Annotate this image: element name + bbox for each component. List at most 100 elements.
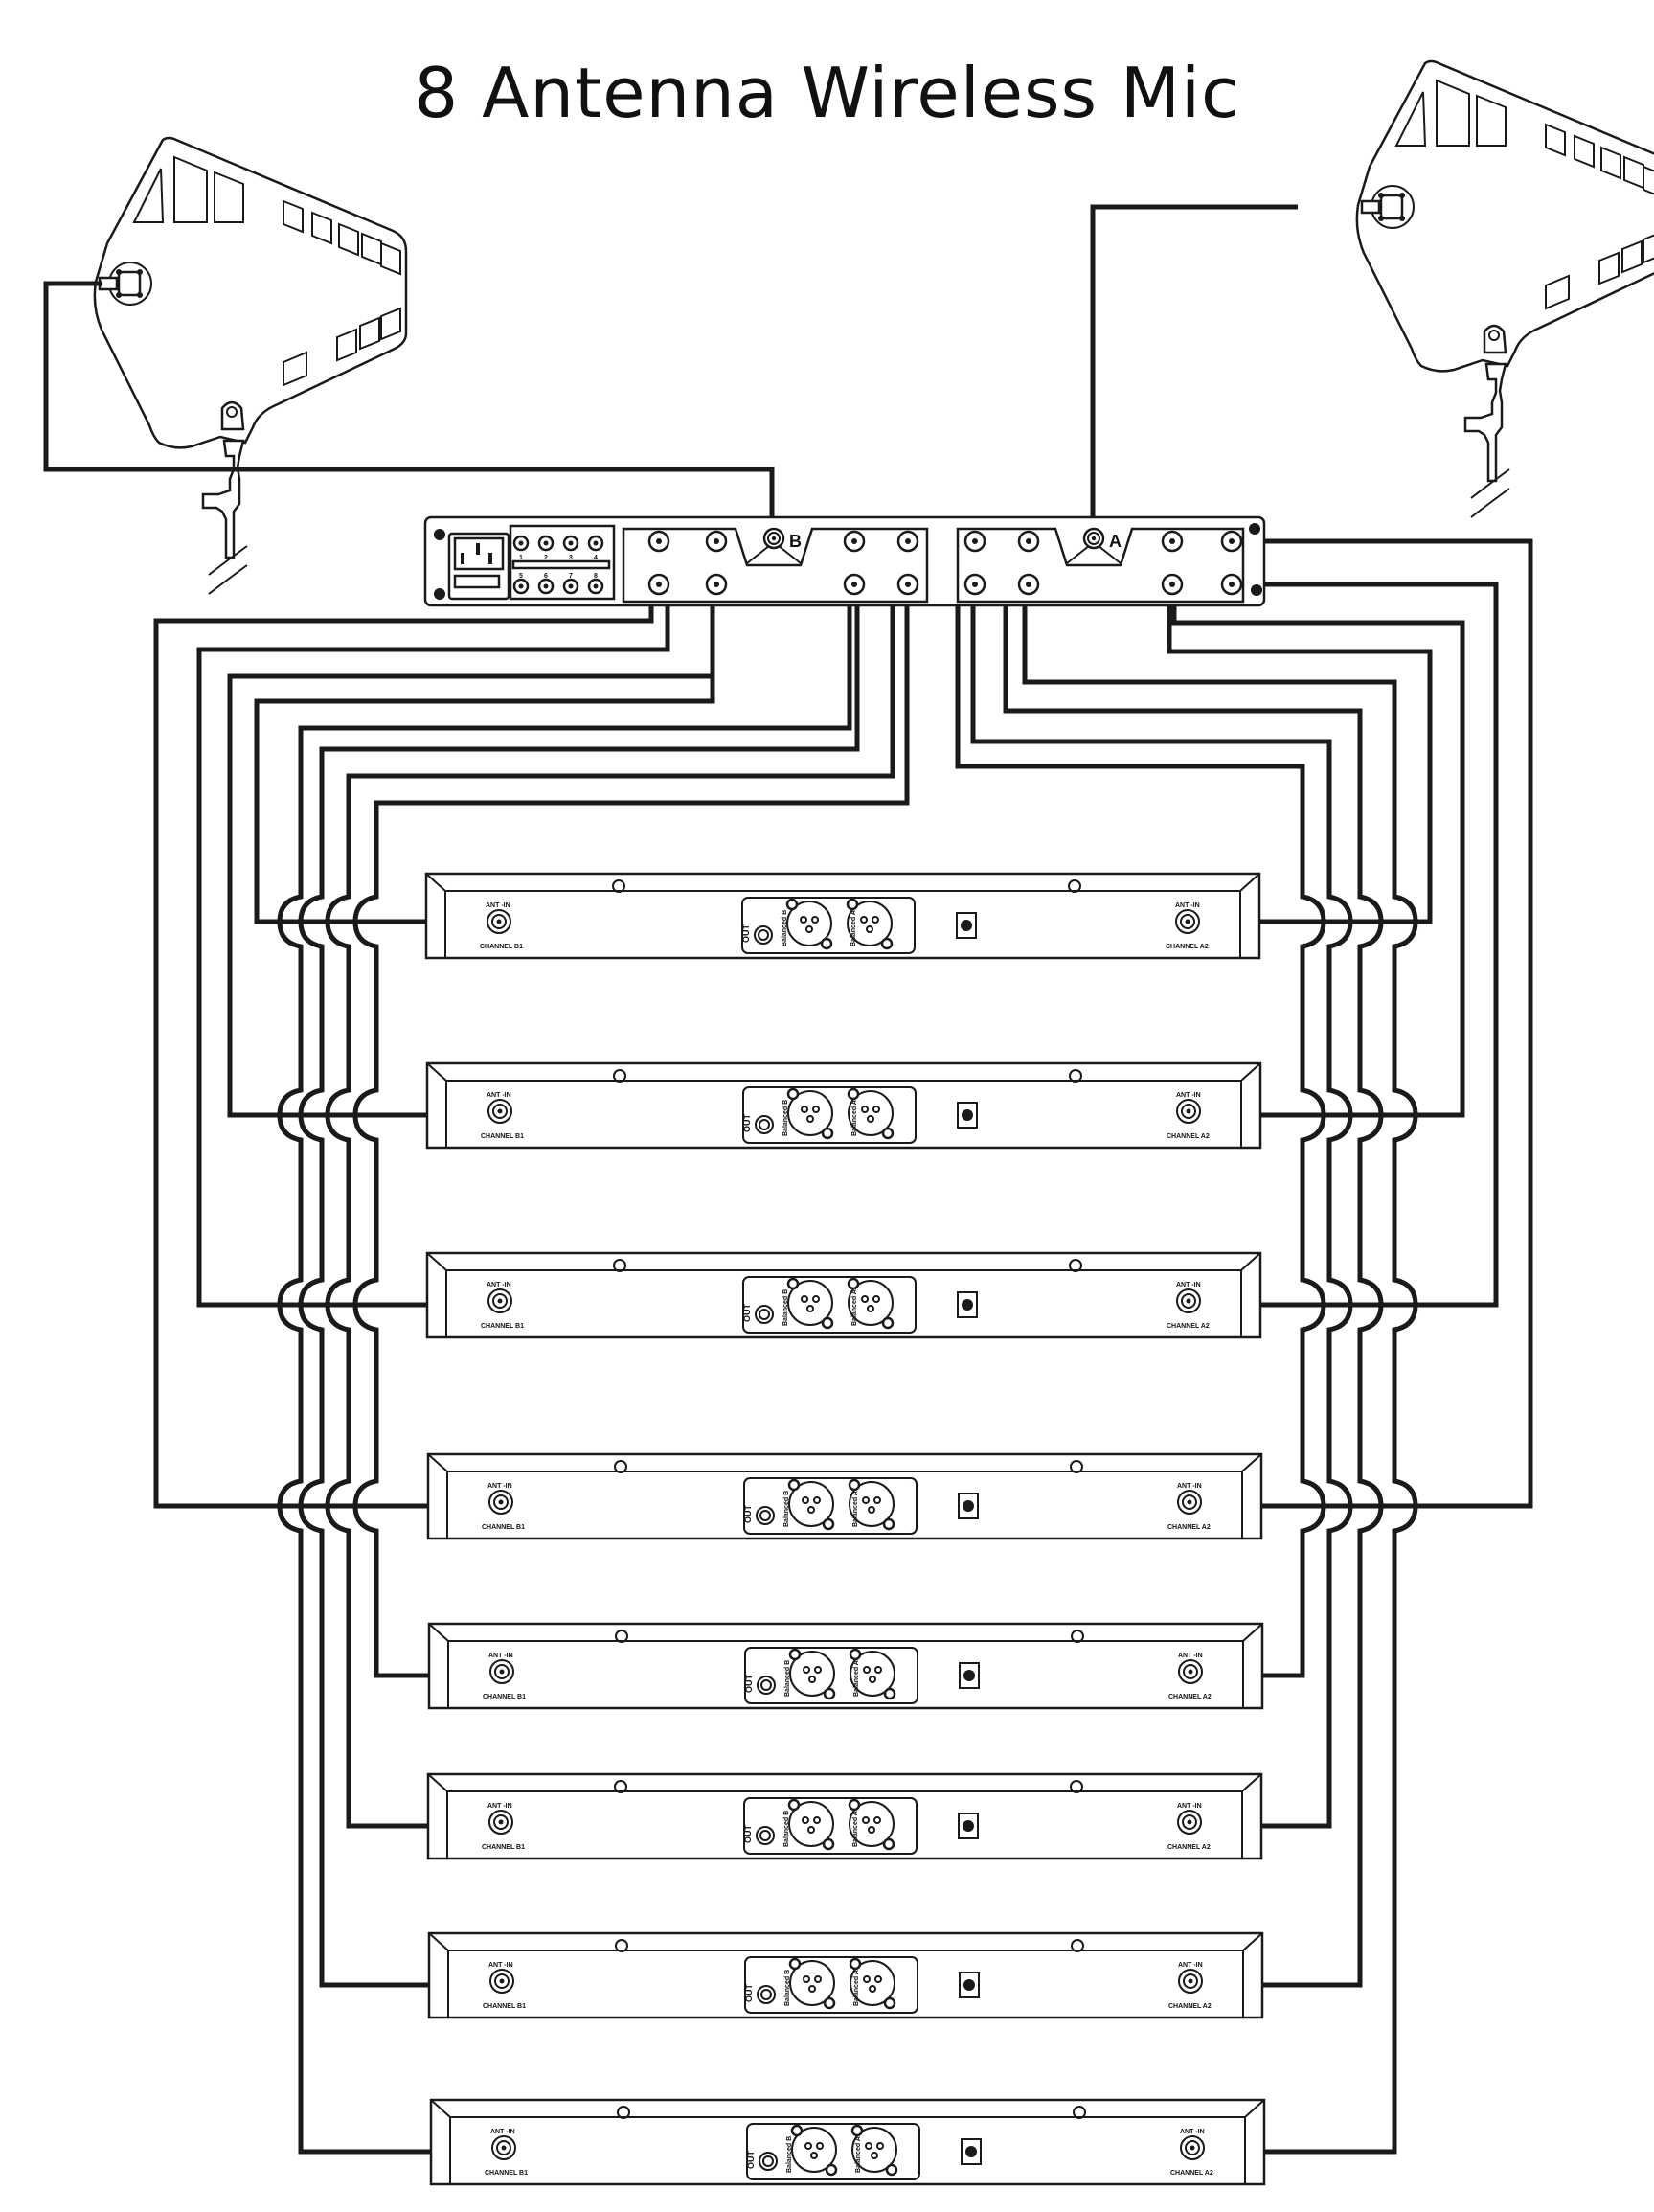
mount-hole (226, 406, 238, 418)
channel-a2-label: CHANNEL A2 (1168, 1694, 1212, 1700)
xlr-latch (787, 1798, 801, 1812)
antenna-slot (1436, 79, 1470, 147)
xlr-latch (882, 1837, 895, 1851)
audio-output-plate (744, 1647, 918, 1704)
antenna-slot (1545, 274, 1570, 310)
dc-power-input (957, 1102, 978, 1129)
xlr-latch (820, 937, 833, 950)
xlr-pin-icon (803, 1975, 810, 1983)
out-label: OUT (744, 1984, 754, 2003)
xlr-pin-icon (813, 1816, 821, 1824)
receiver-chassis (424, 872, 1261, 960)
ant-in-label-a: ANT -IN (1176, 1282, 1201, 1288)
ant-in-label-a: ANT -IN (1176, 1092, 1201, 1099)
unbalanced-output-jack (755, 1305, 774, 1324)
xlr-pin-icon (868, 1506, 875, 1514)
balanced-b-xlr-output (789, 1651, 835, 1697)
ant-in-jack-b1 (489, 1659, 514, 1684)
xlr-latch (823, 1687, 836, 1700)
ant-in-jack-a2 (1175, 909, 1200, 934)
port-pin-icon (1229, 538, 1235, 544)
receiver-chassis (426, 1452, 1263, 1540)
ant-in-label-a: ANT -IN (1177, 1803, 1202, 1810)
coax-cable-b-5 (277, 584, 852, 2155)
dc-jack-icon (962, 1299, 973, 1311)
port-pin-icon (1229, 582, 1235, 587)
coax-cable-a-3 (1171, 584, 1465, 1118)
antenna-slot (1621, 239, 1643, 274)
xlr-latch (822, 1517, 835, 1531)
ant-in-jack-inner (494, 1973, 510, 1989)
xlr-pin-icon (868, 1826, 875, 1834)
out-label: OUT (741, 924, 751, 944)
dc-power-input (958, 1493, 979, 1519)
balanced-b-xlr-output (786, 901, 832, 946)
xlr-latch (883, 1687, 896, 1700)
xlr-pin-icon (860, 916, 868, 924)
channel-a2-label: CHANNEL A2 (1166, 944, 1209, 950)
dc-jack-icon (963, 1820, 974, 1832)
port-pin-icon (518, 583, 524, 589)
antenna-connector-plug (1360, 199, 1381, 215)
xlr-latch (785, 898, 799, 911)
screw-icon (137, 292, 143, 298)
channel-a2-label: CHANNEL A2 (1168, 2003, 1212, 2010)
audio-output-plate (746, 2123, 920, 2180)
xlr-pin-icon (816, 2142, 824, 2150)
ant-in-jack-a2 (1178, 1969, 1203, 1994)
port-pin-icon (714, 538, 719, 544)
antenna-stand (201, 439, 245, 559)
xlr-latch (786, 1277, 800, 1290)
rack-ear-bevel (426, 1062, 1261, 1148)
ant-in-jack-inner (1180, 914, 1195, 929)
ant-in-jack-a2 (1177, 1490, 1202, 1515)
balanced-a-label: Balanced A (853, 1970, 860, 2006)
xlr-latch (847, 1277, 860, 1290)
port-pin-icon (1026, 538, 1031, 544)
port-pin-icon (593, 583, 599, 589)
receiver-chassis (427, 1622, 1264, 1710)
rack-screw-icon (1249, 523, 1260, 535)
balanced-a-xlr-output (850, 1960, 895, 2006)
ant-in-label-a: ANT -IN (1178, 1653, 1203, 1659)
receiver-chassis (427, 1931, 1264, 2019)
screw-icon (116, 269, 122, 275)
balanced-b-xlr-output (788, 1481, 834, 1527)
channel-b1-label: CHANNEL B1 (485, 2170, 528, 2177)
port-pin-icon (851, 582, 857, 587)
xlr-latch (821, 1127, 834, 1140)
antenna-slot (173, 155, 208, 223)
out-label: OUT (743, 1505, 753, 1524)
channel-a2-label: CHANNEL A2 (1167, 1133, 1210, 1140)
channel-b1-label: CHANNEL B1 (482, 1844, 525, 1851)
xlr-pin-icon (800, 916, 807, 924)
unbalanced-output-jack (757, 1985, 776, 2004)
mount-hole (1068, 879, 1081, 893)
unbalanced-output-jack (754, 925, 773, 945)
jack-inner (759, 1830, 771, 1841)
port-pin-icon (1187, 1819, 1192, 1825)
balanced-b-label: Balanced B (784, 1660, 791, 1697)
port-number-label: 2 (544, 555, 548, 561)
mount-hole (613, 1259, 626, 1272)
coax-cable-b-1 (153, 584, 654, 1509)
dc-jack-icon (963, 1979, 975, 1991)
antenna-slot (311, 211, 332, 245)
antenna-slot (283, 199, 304, 234)
receiver-chassis (426, 1772, 1263, 1860)
out-label: OUT (742, 1304, 752, 1323)
rack-ear-bevel (427, 1773, 1262, 1859)
dc-jack-icon (963, 1500, 974, 1512)
rack-screw-icon (434, 529, 445, 540)
port-pin-icon (543, 540, 549, 546)
ant-in-jack-b1 (488, 1490, 513, 1515)
balanced-b-label: Balanced B (784, 1970, 791, 2006)
rack-ear-bevel (427, 1453, 1262, 1539)
dc-jack-icon (965, 2146, 977, 2157)
ant-in-jack-a2 (1176, 1288, 1201, 1313)
socket-pin-icon (461, 553, 464, 564)
diagram-title: 8 Antenna Wireless Mic (414, 53, 1240, 133)
